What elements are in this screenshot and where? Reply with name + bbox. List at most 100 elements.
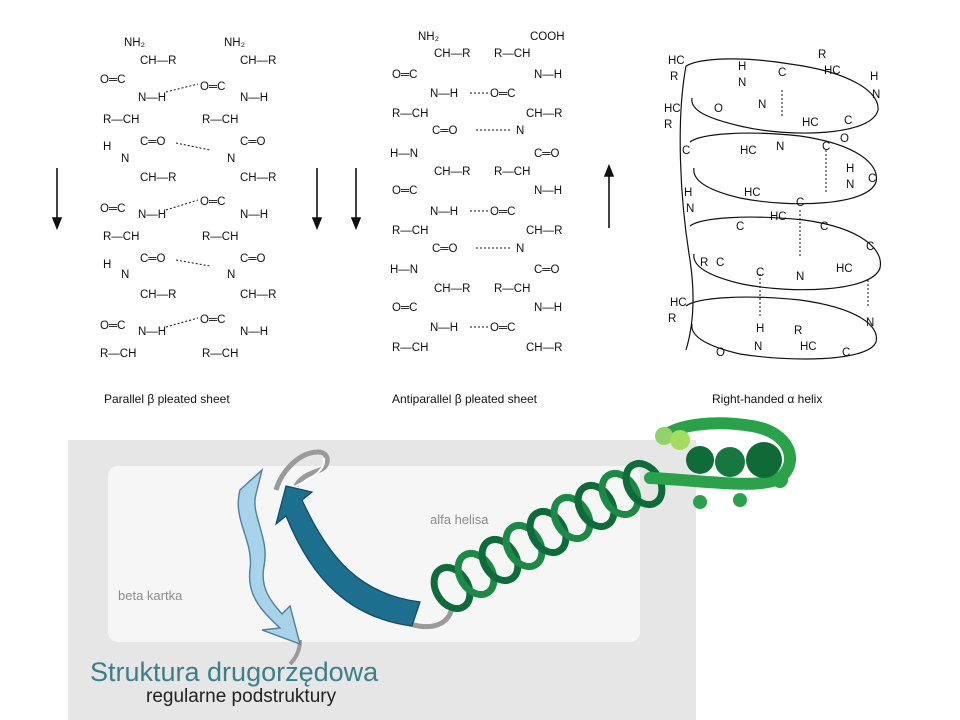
h-label: H [684, 187, 692, 199]
r-label: R [818, 49, 826, 61]
bead [670, 430, 690, 450]
o-c-label: O═C [392, 69, 417, 81]
c-label: C [844, 115, 852, 127]
r-ch-label: R—CH [392, 342, 428, 354]
helix-turn [550, 494, 594, 542]
helix-turn [478, 536, 522, 584]
direction-arrows [51, 168, 323, 231]
r-ch-label: R—CH [202, 114, 238, 126]
h-label: H [103, 259, 111, 271]
r-label: R [670, 71, 678, 83]
bead [686, 446, 714, 474]
beta-strand-dark [274, 485, 421, 627]
n-label: N [121, 269, 129, 281]
h-label: H [756, 323, 764, 335]
o-c-label: O═C [200, 81, 225, 93]
n-label: N [516, 125, 524, 137]
n-label: N [776, 141, 784, 153]
c-o-label: C═O [140, 136, 165, 148]
helix-turn [598, 470, 642, 518]
ch-r-label: CH—R [240, 172, 276, 184]
bead [655, 427, 673, 445]
helix-turn [454, 550, 498, 598]
r-label: R [668, 313, 676, 325]
helix-turn [502, 522, 546, 570]
r-ch-label: R—CH [103, 114, 139, 126]
o-c-label: O═C [200, 314, 225, 326]
bead [733, 493, 747, 507]
parallel-caption: Parallel β pleated sheet [104, 392, 230, 406]
ch-r-label: CH—R [434, 283, 470, 295]
c-label: C [822, 141, 830, 153]
coil-tail [409, 607, 455, 630]
c-label: C [866, 241, 874, 253]
o-c-label: O═C [490, 322, 515, 334]
c-o-label: O═C [100, 320, 125, 332]
n-h-label: N—H [240, 326, 268, 338]
o-label: O [840, 133, 849, 145]
hc-label: HC [740, 145, 757, 157]
n-h-label: N—H [138, 326, 166, 338]
ribbon-panel: alfa helisa beta kartka Struktura drugor… [68, 417, 796, 720]
panel-title: Struktura drugorzędowa [90, 657, 379, 687]
c-label: C [868, 173, 876, 185]
o-c-label: O═C [490, 88, 515, 100]
ch-r-label: CH—R [526, 342, 562, 354]
o-c-label: O═C [392, 302, 417, 314]
h-label: H [738, 61, 746, 73]
ch-r-label: CH—R [434, 166, 470, 178]
ch-r-label: CH—R [526, 225, 562, 237]
helix-hydrogen-bonds [759, 90, 869, 318]
n-label: N [846, 179, 854, 191]
hc-label: HC [836, 263, 853, 275]
panel-subtitle: regularne podstruktury [146, 686, 337, 707]
n-h-label: N—H [534, 302, 562, 314]
n-label: N [516, 243, 524, 255]
alpha-helix-label: alfa helisa [430, 512, 489, 527]
c-o-label: C═O [432, 125, 457, 137]
c-label: C [842, 347, 850, 359]
h-n-label: H—N [390, 148, 418, 160]
c-o-label: C═O [534, 264, 559, 276]
r-ch-label: R—CH [202, 231, 238, 243]
direction-arrows [350, 163, 615, 231]
n-label: N [872, 89, 880, 101]
bead [772, 472, 788, 488]
n-h-label: N—H [534, 185, 562, 197]
ch-r-label: CH—R [526, 108, 562, 120]
n-label: N [866, 317, 874, 329]
n-h-label: N—H [138, 92, 166, 104]
n-label: N [738, 77, 746, 89]
h-label: H [846, 163, 854, 175]
helix-backbone [679, 58, 882, 360]
o-label: O [714, 103, 723, 115]
hc-label: HC [824, 65, 841, 77]
c-o-label: O═C [100, 203, 125, 215]
r-ch-label: R—CH [202, 348, 238, 360]
bead [693, 495, 707, 509]
ch-r-label: CH—R [240, 55, 276, 67]
c-label: C [682, 145, 690, 157]
c-o-label: C═O [140, 253, 165, 265]
beta-sheet-label: beta kartka [118, 588, 183, 603]
helix-turn [526, 508, 570, 556]
hc-label: HC [670, 297, 687, 309]
n-label: N [227, 269, 235, 281]
hydrogen-bonds [470, 92, 512, 328]
n-h-label: N—H [430, 88, 458, 100]
r-ch-label: R—CH [392, 108, 428, 120]
n-h-label: N—H [138, 209, 166, 221]
hc-label: HC [664, 103, 681, 115]
c-label: C [736, 221, 744, 233]
h-label: H [103, 141, 111, 153]
o-c-label: O═C [200, 196, 225, 208]
bead [715, 447, 745, 477]
helix-turn [574, 482, 618, 530]
r-ch-label: R—CH [494, 166, 530, 178]
n-label: N [227, 153, 235, 165]
o-c-label: O═C [490, 206, 515, 218]
alpha-helix-diagram: HC R H N C R HC H N HC R O N HC C O C HC… [664, 49, 882, 406]
cooh-label: COOH [530, 31, 565, 43]
r-ch-label: R—CH [494, 48, 530, 60]
